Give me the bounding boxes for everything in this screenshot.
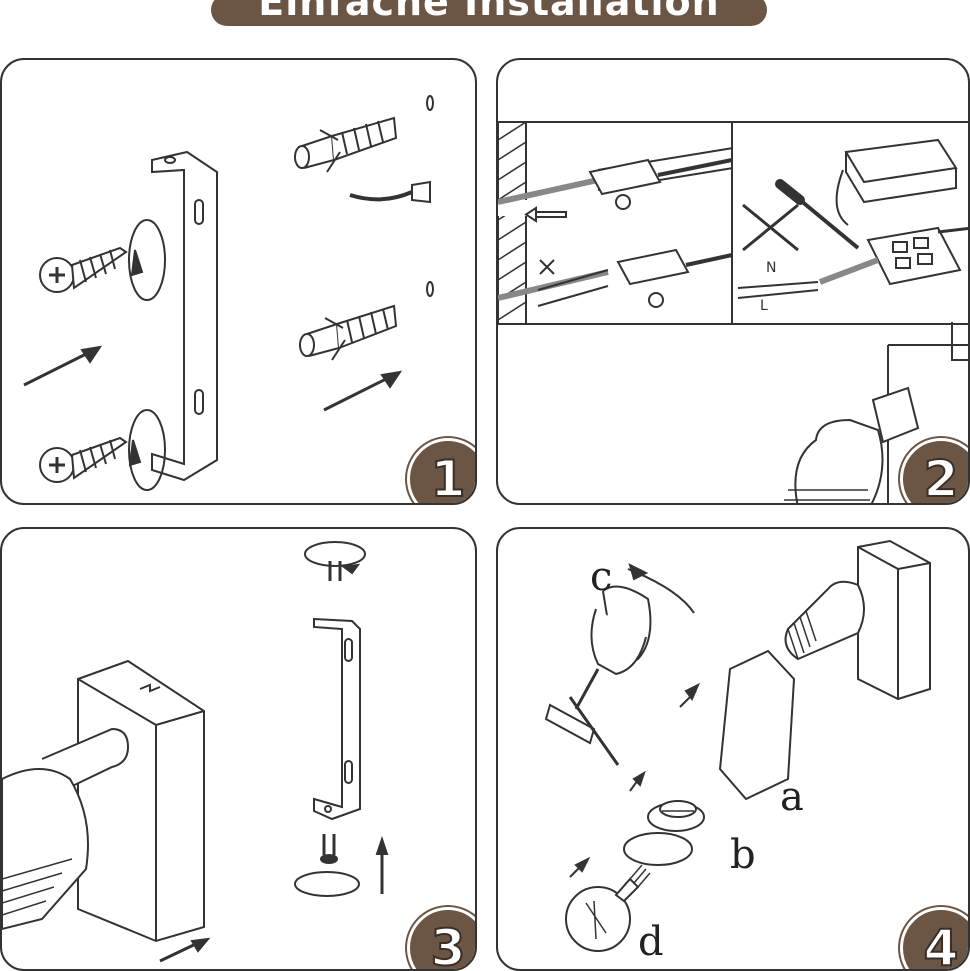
cross-icon bbox=[742, 203, 799, 252]
part-label-a: a bbox=[780, 774, 804, 820]
screw-icon bbox=[648, 292, 664, 308]
step-4-badge: 4 bbox=[900, 907, 968, 969]
step-4-panel: a b c d 4 bbox=[496, 527, 970, 971]
screw-icon bbox=[322, 834, 336, 855]
wall-plug-icon bbox=[294, 116, 398, 173]
wall-plate bbox=[857, 539, 931, 701]
svg-text:L: L bbox=[760, 298, 768, 314]
mounting-bracket bbox=[151, 150, 218, 482]
screw-icon bbox=[615, 194, 631, 210]
step-1-badge: 1 bbox=[407, 438, 475, 503]
title-banner: Einfache Installation bbox=[211, 0, 767, 26]
part-label-c: c bbox=[590, 554, 613, 600]
wall-plate bbox=[77, 659, 205, 943]
cross-icon bbox=[539, 259, 555, 275]
step-2-badge: 2 bbox=[900, 438, 968, 503]
lamp-socket bbox=[784, 580, 865, 661]
step-4-illustration bbox=[544, 539, 931, 952]
lamp-head bbox=[2, 768, 89, 931]
lamp-canopy bbox=[590, 608, 647, 676]
connector-box bbox=[588, 158, 662, 196]
step-2-illustration: N L bbox=[498, 121, 968, 503]
step-2-panel: N L 2 bbox=[496, 58, 970, 505]
part-label-b: b bbox=[730, 832, 756, 878]
lamp-head bbox=[794, 418, 884, 503]
step-3-panel: 3 bbox=[0, 527, 477, 971]
connector-box bbox=[616, 248, 690, 286]
screw-icon bbox=[39, 436, 128, 483]
rotate-arrow-icon bbox=[128, 219, 166, 301]
arrow-icon bbox=[323, 373, 395, 412]
rotate-arrow-icon bbox=[128, 409, 166, 491]
rotate-arrow-icon bbox=[835, 169, 849, 226]
step-1-panel: 1 bbox=[0, 58, 477, 505]
arrow-icon bbox=[23, 348, 95, 387]
screw-icon bbox=[39, 246, 128, 293]
bulb-icon bbox=[565, 886, 631, 952]
step-3-badge: 3 bbox=[407, 907, 475, 969]
rotate-arrow-icon bbox=[294, 871, 360, 897]
terminal-cover bbox=[844, 138, 958, 184]
drill-icon bbox=[349, 190, 413, 202]
wall-plug-icon bbox=[299, 304, 398, 361]
ceiling-rose bbox=[304, 541, 366, 567]
svg-text:N: N bbox=[766, 260, 776, 276]
step-1-illustration bbox=[23, 95, 434, 491]
rotate-arrow-icon bbox=[623, 832, 693, 866]
arrow-up-icon bbox=[128, 439, 142, 467]
step-3-illustration bbox=[2, 541, 389, 963]
mounting-bracket bbox=[313, 617, 361, 821]
lamp-ring bbox=[659, 800, 697, 818]
hole-icon bbox=[426, 95, 434, 111]
lamp-arm bbox=[871, 386, 920, 444]
lamp-shade bbox=[718, 649, 796, 801]
terminal-block bbox=[866, 226, 962, 286]
part-label-d: d bbox=[638, 919, 664, 965]
page-title: Einfache Installation bbox=[258, 0, 720, 24]
lamp-arm bbox=[544, 703, 596, 745]
hole-icon bbox=[426, 281, 434, 297]
arrow-up-icon bbox=[130, 249, 144, 277]
